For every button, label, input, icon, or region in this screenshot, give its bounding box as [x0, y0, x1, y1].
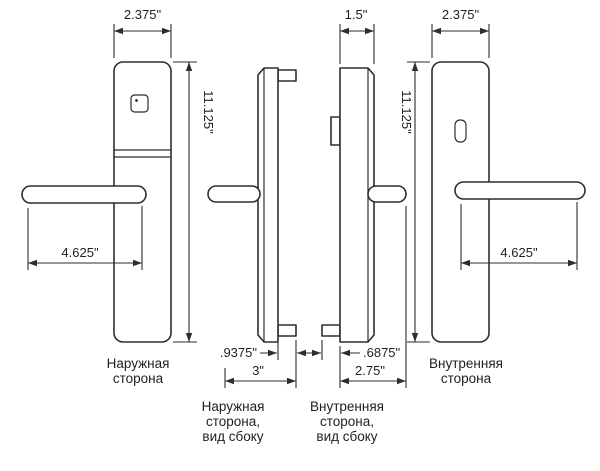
dim-label-thickness: 1.5": [345, 7, 368, 22]
lock-side-body-interior: [339, 67, 375, 343]
dim-label-width: 2.375": [442, 7, 480, 22]
dim-label-height: 11.125": [201, 90, 216, 134]
view-exterior-front: 2.375" 11.125" 4.625" Наружная сторона: [21, 7, 216, 386]
dim-label-tab: .9375": [220, 345, 258, 360]
dim-label-height: 11.125": [399, 90, 414, 134]
dim-exterior-handle: 4.625": [27, 206, 143, 270]
keyhole: [454, 119, 467, 143]
caption-interior-side-line3: вид сбоку: [316, 429, 377, 444]
door-handle-exterior: [21, 185, 147, 204]
sensor-dot-icon: [135, 99, 138, 102]
dim-label-tab: .6875": [363, 345, 401, 360]
dim-interior-thickness: 1.5": [339, 7, 375, 64]
caption-exterior-side-line2: сторона,: [206, 414, 260, 429]
dim-label-width: 2.375": [124, 7, 162, 22]
view-interior-side: 1.5" .6875" 2.75" Внутренняя сторона, ви…: [304, 7, 407, 444]
fingerprint-sensor: [130, 94, 149, 113]
dim-label-handle: 4.625": [61, 245, 99, 260]
dim-interior-height: 11.125": [399, 61, 430, 343]
view-interior-front: 2.375" 11.125" 4.625" Внутренняя сторона: [399, 7, 586, 386]
cylinder-hub: [330, 116, 341, 146]
dim-label-handle: 4.625": [500, 245, 538, 260]
caption-exterior-front-line1: Наружная: [107, 356, 170, 371]
dim-label-depth: 2.75": [355, 363, 385, 378]
mounting-tab-bottom: [321, 324, 341, 337]
door-handle-side-exterior: [207, 185, 261, 203]
caption-interior-front-line2: сторона: [441, 371, 492, 386]
caption-exterior-front-line2: сторона: [113, 371, 164, 386]
dim-interior-handle: 4.625": [460, 202, 578, 270]
caption-interior-side-line1: Внутренняя: [310, 399, 384, 414]
dim-exterior-height: 11.125": [173, 61, 216, 343]
dim-exterior-width: 2.375": [113, 7, 172, 58]
caption-exterior-side-line1: Наружная: [202, 399, 265, 414]
dim-interior-width: 2.375": [431, 7, 490, 58]
lock-side-body-exterior: [257, 67, 279, 343]
caption-exterior-side-line3: вид сбоку: [202, 429, 263, 444]
caption-interior-side-line2: сторона,: [320, 414, 374, 429]
caption-interior-front-line1: Внутренняя: [429, 356, 503, 371]
view-exterior-side: .9375" 3" Наружная сторона, вид сбоку: [202, 67, 318, 444]
dim-label-depth: 3": [252, 363, 264, 378]
mounting-tab-bottom: [277, 324, 297, 337]
door-handle-interior: [454, 181, 586, 200]
mounting-tab-top: [277, 69, 297, 82]
dim-interior-depth: 2.75": [340, 206, 407, 388]
door-handle-side-interior: [367, 185, 407, 203]
dim-exterior-depth: 3": [224, 363, 296, 388]
lock-body-interior: [431, 61, 490, 343]
dim-interior-tab: .6875": [304, 340, 401, 388]
